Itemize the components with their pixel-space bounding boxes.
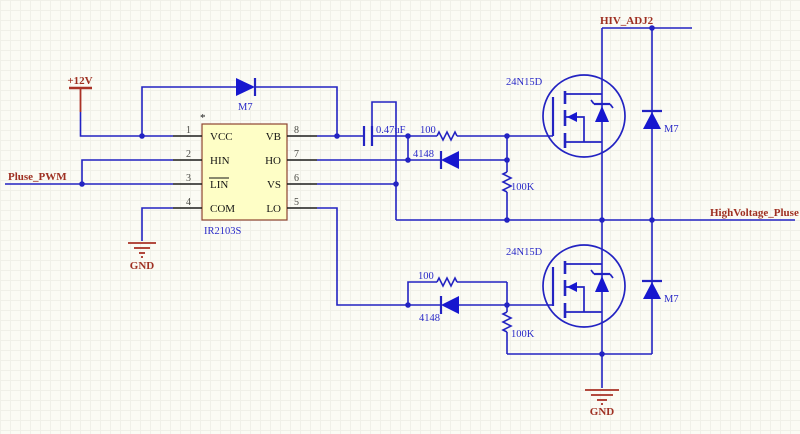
diode-triangle-icon — [236, 78, 255, 96]
hs-clamp-triangle-icon — [643, 112, 661, 129]
ls-pulldown-value: 100K — [511, 329, 535, 340]
pin-name-vcc: VCC — [210, 131, 233, 143]
pin-number-6: 6 — [294, 173, 299, 184]
ls-gate-resistor-value: 100 — [418, 271, 434, 282]
pin-name-lin: LIN — [210, 179, 228, 191]
power-12v[interactable]: +12V — [67, 75, 93, 112]
gnd-bottom-label: GND — [590, 406, 615, 418]
hs-gate-diode-value: 4148 — [413, 149, 434, 160]
pin-name-lo: LO — [266, 203, 281, 215]
hs-mosfet-arrow-icon — [567, 112, 577, 122]
hs-body-diode-hook — [609, 103, 614, 109]
pin-number-2: 2 — [186, 149, 191, 160]
low-side-gate-network[interactable]: 100 4148 100K — [418, 271, 535, 340]
ls-mosfet-label: 24N15D — [506, 247, 543, 258]
bootstrap-diode[interactable]: M7 — [236, 78, 257, 113]
pin-name-hin: HIN — [210, 155, 230, 167]
pin-name-ho: HO — [265, 155, 281, 167]
low-side-clamp-diode[interactable]: M7 — [642, 279, 679, 305]
junction-dots — [79, 25, 655, 357]
bootstrap-diode-label: M7 — [238, 102, 253, 113]
pin-number-7: 7 — [294, 149, 299, 160]
hs-mosfet-circle — [542, 74, 626, 158]
ls-clamp-label: M7 — [664, 294, 679, 305]
ls-mosfet-circle — [542, 244, 626, 328]
pin-name-vb: VB — [266, 131, 281, 143]
ic-ir2103s[interactable]: * 1 2 3 4 8 7 6 5 VCC HIN LIN COM VB HO … — [173, 112, 317, 237]
high-side-mosfet[interactable]: 24N15D — [506, 74, 626, 158]
gnd-left-label: GND — [130, 260, 155, 272]
low-side-mosfet[interactable]: 24N15D — [506, 244, 626, 328]
ic-part-label: IR2103S — [204, 226, 242, 237]
hs-pulldown-value: 100K — [511, 182, 535, 193]
ls-body-diode-triangle-icon — [595, 276, 609, 292]
high-side-gate-network[interactable]: 100 4148 100K — [413, 125, 535, 193]
ls-clamp-triangle-icon — [643, 282, 661, 299]
pin-name-vs: VS — [267, 179, 281, 191]
bootstrap-capacitor[interactable]: 0.47uF — [362, 125, 406, 146]
gnd-left[interactable]: GND — [128, 242, 156, 272]
hs-clamp-label: M7 — [664, 124, 679, 135]
pin-number-1: 1 — [186, 125, 191, 136]
bootstrap-cap-value: 0.47uF — [376, 125, 406, 136]
pin-name-com: COM — [210, 203, 235, 215]
ic-marker: * — [200, 112, 206, 124]
hs-mosfet-label: 24N15D — [506, 77, 543, 88]
ls-gate-diode-triangle-icon — [441, 296, 459, 314]
hs-gate-resistor-value: 100 — [420, 125, 436, 136]
ls-gate-diode-value: 4148 — [419, 313, 440, 324]
net-label-hv-adj[interactable]: HIV_ADJ2 — [600, 15, 654, 27]
hs-body-diode-hook — [590, 99, 595, 105]
high-side-clamp-diode[interactable]: M7 — [642, 109, 679, 135]
ic-body[interactable] — [201, 123, 288, 221]
net-label-hv-out[interactable]: HighVoltage_Pluse — [710, 207, 799, 219]
pin-number-5: 5 — [294, 197, 299, 208]
ls-mosfet-arrow-icon — [567, 282, 577, 292]
gnd-bottom[interactable]: GND — [585, 389, 619, 418]
net-label-pwm[interactable]: Pluse_PWM — [8, 171, 67, 183]
power-12v-label: +12V — [67, 75, 92, 87]
pin-number-4: 4 — [186, 197, 191, 208]
pin-number-3: 3 — [186, 173, 191, 184]
pin-number-8: 8 — [294, 125, 299, 136]
wires — [5, 27, 795, 388]
ls-body-diode-hook — [590, 269, 595, 275]
hs-body-diode-triangle-icon — [595, 106, 609, 122]
hs-gate-diode-triangle-icon — [441, 151, 459, 169]
ls-body-diode-hook — [609, 273, 614, 279]
